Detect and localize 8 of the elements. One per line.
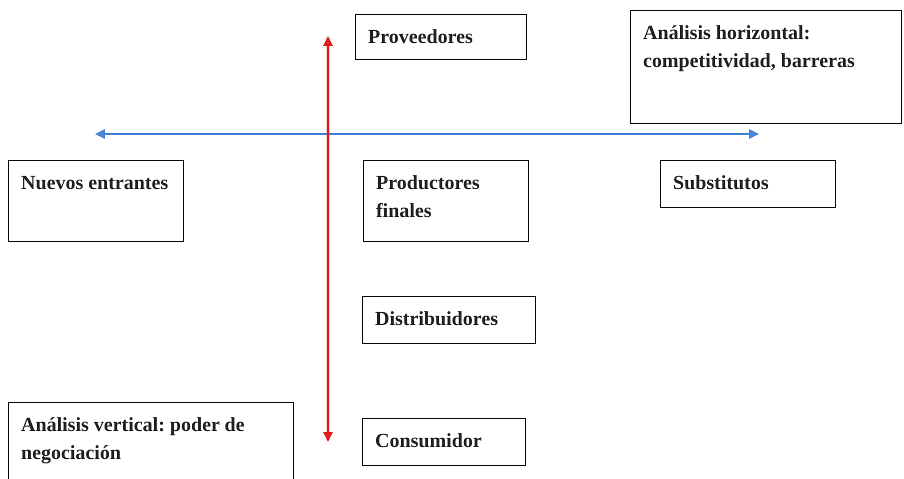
text-box: Análisis vertical: poder de negociación xyxy=(8,402,294,479)
text-box: Distribuidores xyxy=(362,296,536,344)
text-box: Substitutos xyxy=(660,160,836,208)
text-box: Proveedores xyxy=(355,14,527,60)
text-box: Consumidor xyxy=(362,418,526,466)
text-box: Nuevos entrantes xyxy=(8,160,184,242)
text-box: Productores finales xyxy=(363,160,529,242)
text-box: Análisis horizontal: competitividad, barreras xyxy=(630,10,902,124)
